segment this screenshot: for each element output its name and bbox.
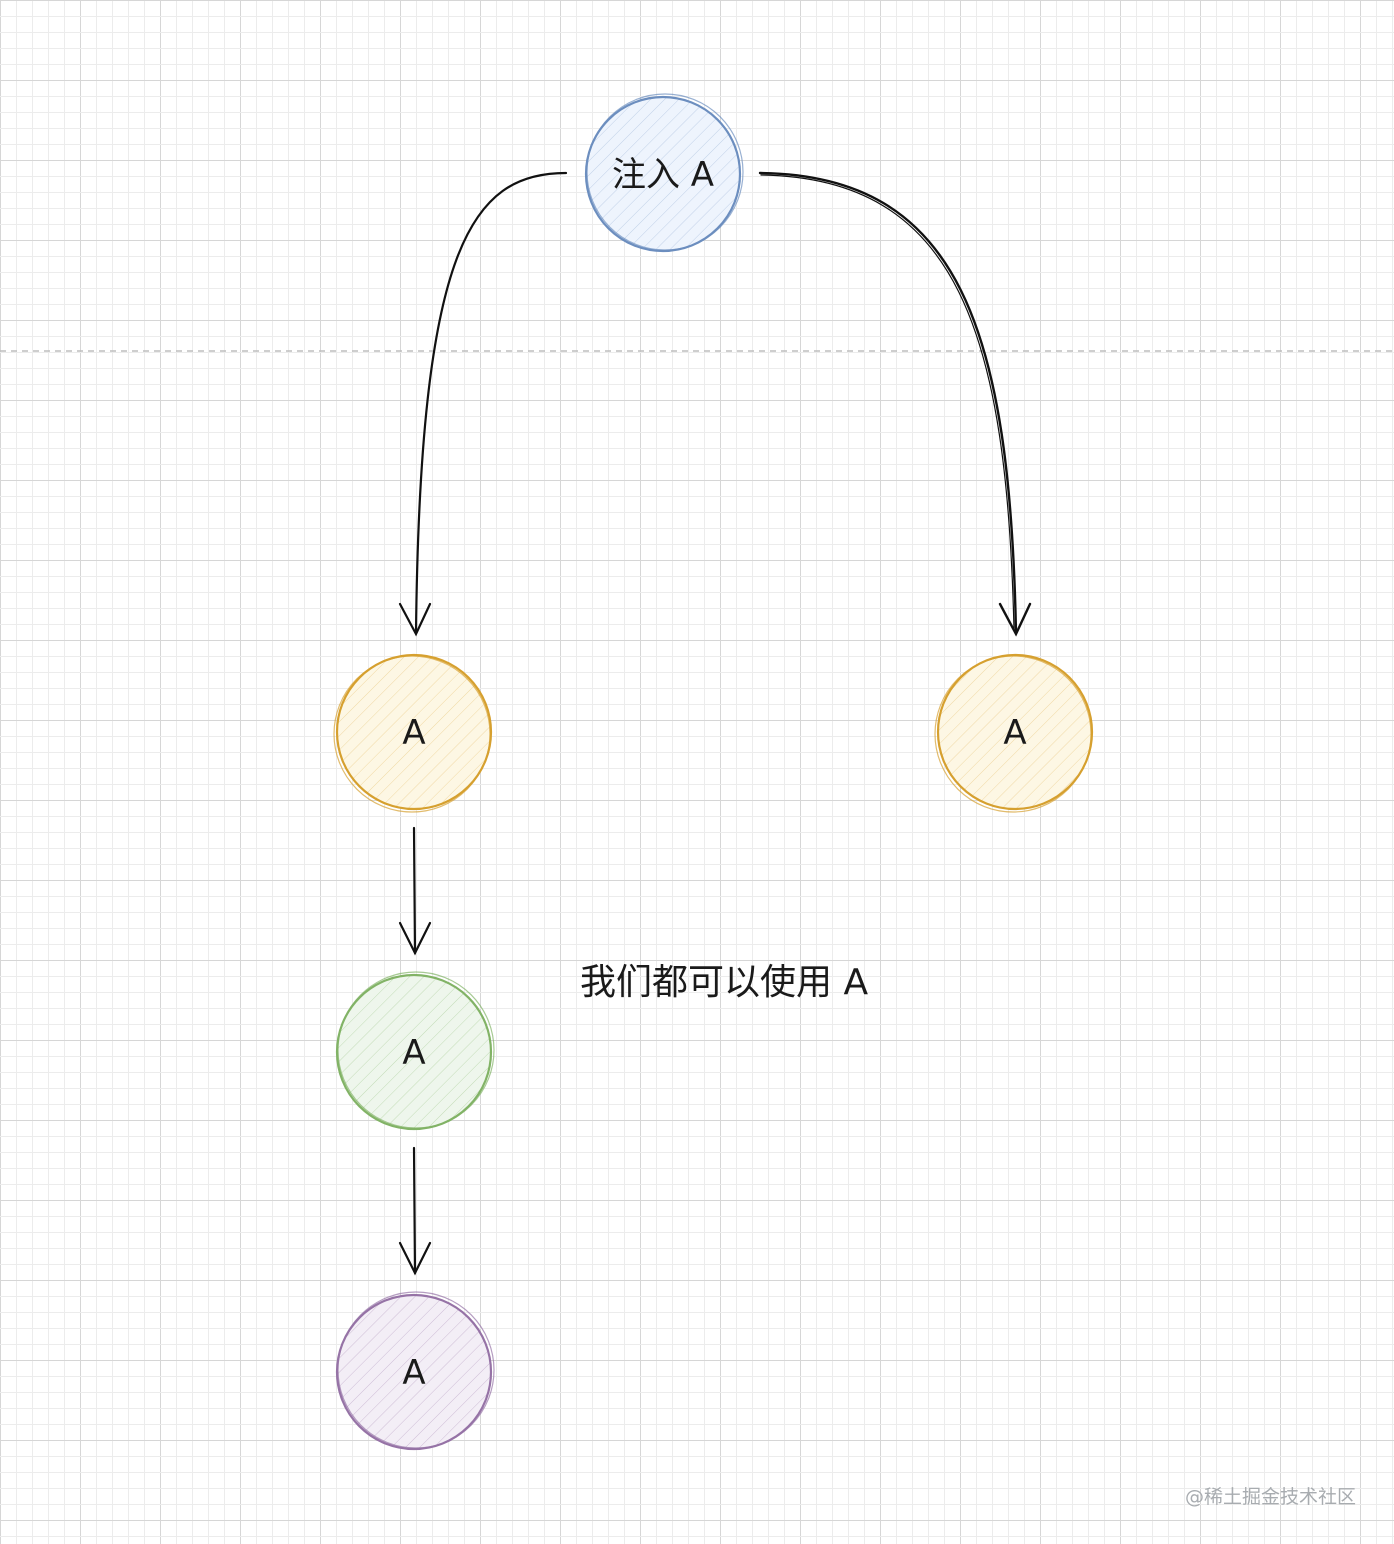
node-root: 注入 A — [584, 93, 744, 253]
node-great-grandchild-label: A — [402, 1353, 425, 1393]
node-great-grandchild-outline — [335, 1293, 493, 1451]
node-grandchild-outline — [335, 973, 493, 1131]
node-right-child: A — [934, 653, 1094, 813]
watermark-text: @稀土掘金技术社区 — [1185, 1486, 1356, 1508]
node-great-grandchild: A — [335, 1291, 495, 1451]
arrow-root-to-left — [398, 171, 568, 637]
node-right-child-label: A — [1003, 713, 1026, 753]
arrow-grandchild-to-great-grandchild — [398, 1146, 432, 1276]
node-grandchild-label: A — [402, 1033, 425, 1073]
node-root-outline — [584, 95, 742, 253]
node-right-child-outline — [936, 653, 1094, 811]
arrow-left-to-grandchild — [398, 826, 432, 956]
node-left-child: A — [333, 653, 493, 813]
arrow-root-to-right — [758, 171, 1032, 637]
note-text: 我们都可以使用 A — [580, 962, 868, 1003]
node-left-child-outline — [335, 653, 493, 811]
node-grandchild: A — [335, 971, 495, 1131]
node-left-child-label: A — [402, 713, 425, 753]
node-root-label: 注入 A — [612, 155, 714, 195]
